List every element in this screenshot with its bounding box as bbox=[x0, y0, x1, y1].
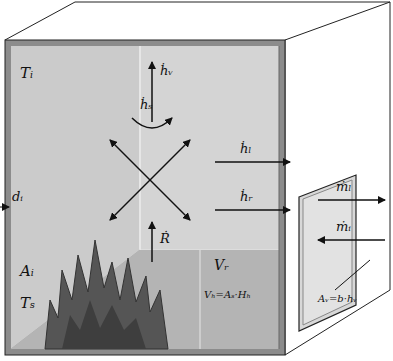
temperature-label: Tᵢ bbox=[20, 66, 33, 81]
flow-label: ḣᵣ bbox=[240, 190, 253, 203]
flow-label: ḣᵥ bbox=[160, 64, 173, 77]
volume-label: Vᵣ bbox=[214, 258, 229, 272]
thickness-label: dᵢ bbox=[12, 190, 23, 203]
volume-label: Vₕ=Aₛ·Hₕ bbox=[204, 290, 251, 300]
flow-label: Ṙ bbox=[160, 232, 170, 245]
opening-label: Aᵥ=b·hᵥ bbox=[318, 294, 357, 304]
flow-label: ṁᵢ bbox=[336, 220, 351, 233]
flow-label: ḣₗ bbox=[240, 142, 252, 155]
temperature-label: Tₛ bbox=[20, 296, 35, 311]
flow-label: ṁₗ bbox=[336, 180, 351, 193]
flow-label: ḣₛ bbox=[140, 98, 153, 111]
area-label: Aᵢ bbox=[20, 264, 34, 279]
